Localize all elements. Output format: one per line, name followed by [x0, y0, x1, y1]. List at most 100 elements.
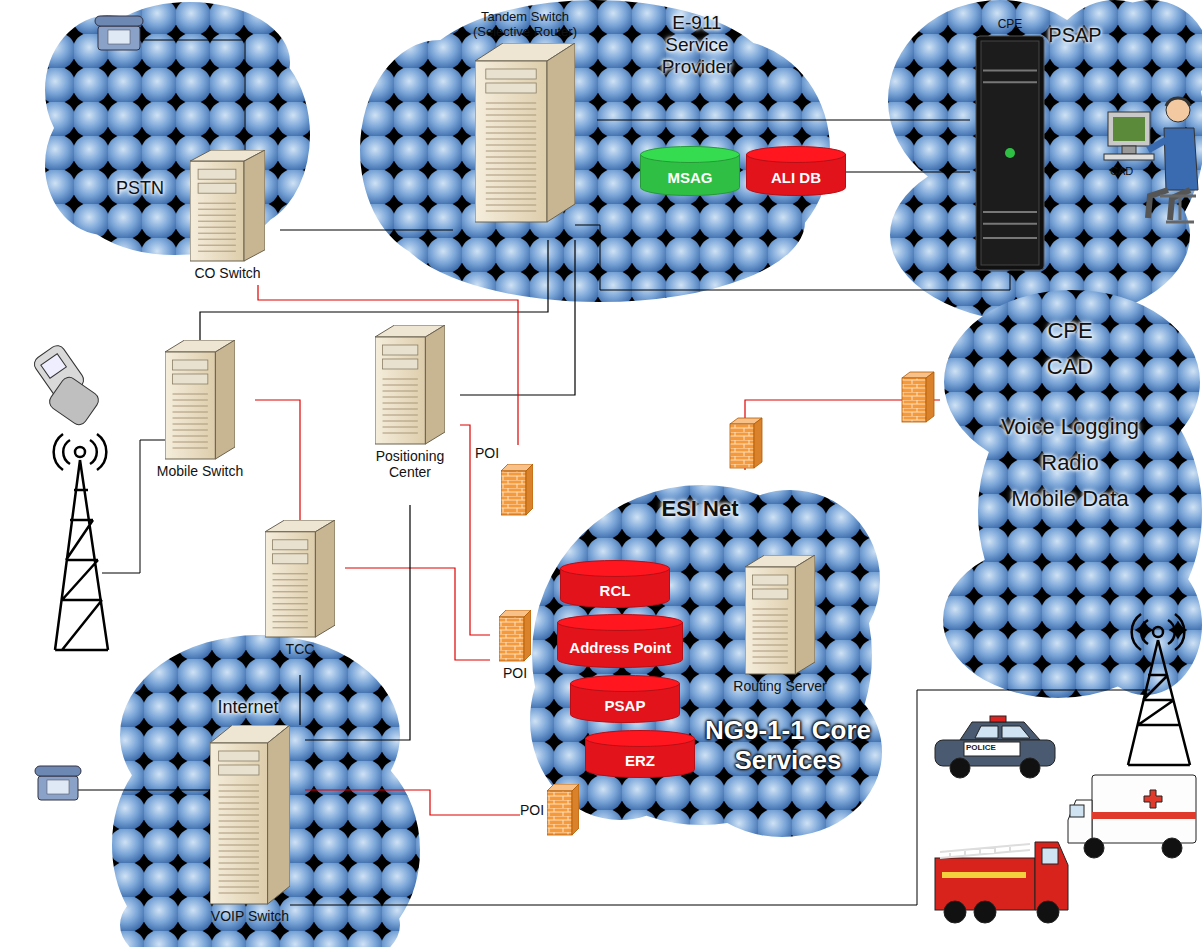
- police-car: [960, 722, 1040, 740]
- server-icon: [383, 379, 418, 380]
- text-slot: Mobile Data: [960, 486, 1180, 511]
- text-slot: E-911 Service Provider: [652, 12, 742, 78]
- server-icon: [210, 725, 290, 905]
- server-icon: [173, 430, 208, 431]
- server-icon: [753, 609, 788, 610]
- server-icon: [486, 138, 536, 139]
- database-cylinder: [561, 561, 670, 608]
- firewall-icon: POI: [520, 780, 600, 840]
- database-cylinder: [747, 147, 846, 196]
- cell-phone: [41, 354, 67, 379]
- desk-phone: [108, 30, 130, 44]
- server-icon: [173, 360, 208, 370]
- server-icon: [198, 183, 236, 193]
- server-icon: [219, 815, 259, 816]
- ambulance: [1068, 775, 1196, 858]
- server-icon: [173, 424, 208, 425]
- server-icon: [190, 161, 244, 261]
- server-icon: [273, 609, 308, 610]
- server-icon: [745, 567, 795, 674]
- server-icon: [219, 869, 259, 870]
- database-cylinder: [558, 615, 683, 668]
- node-label: POI: [520, 802, 544, 818]
- cloud-title: PSAP: [1040, 24, 1110, 47]
- connector-line: [846, 171, 970, 172]
- cloud-text: Voice Logging: [960, 414, 1180, 439]
- server-icon: [273, 603, 308, 604]
- server-icon: [219, 881, 259, 882]
- database-cylinder: [586, 731, 695, 778]
- police-car: [964, 742, 1020, 756]
- network-cloud: CPECADVoice LoggingRadioMobile Data: [940, 290, 1202, 700]
- server-icon: [219, 821, 259, 822]
- server-icon: [486, 150, 536, 151]
- radio-tower: [75, 447, 85, 457]
- fire-truck: [1037, 901, 1059, 923]
- database-cylinder: ERZ: [585, 730, 695, 778]
- fire-truck: [1035, 842, 1068, 910]
- server-icon: [375, 325, 445, 445]
- dispatcher-figure: [1104, 154, 1154, 160]
- server-icon: [173, 412, 208, 413]
- server-icon: [210, 743, 268, 904]
- fire-truck: [935, 842, 1068, 923]
- server-icon: [244, 150, 265, 261]
- server-icon: [265, 532, 315, 637]
- server-icon: [219, 857, 259, 858]
- node-label: CPE: [998, 18, 1023, 32]
- wire: [78, 790, 212, 791]
- cloud-shape: [40, 0, 310, 258]
- server-icon: [219, 785, 259, 786]
- server-icon: [219, 863, 259, 864]
- vehicle-marking: POLICE: [966, 743, 996, 752]
- cloud-shape: [940, 290, 1202, 700]
- fire-truck: [942, 872, 1026, 878]
- server-icon: [486, 126, 536, 127]
- server-icon: [273, 597, 308, 598]
- server-icon: [219, 839, 259, 840]
- firewall-icon: [547, 791, 572, 835]
- cpe-rack: [983, 211, 1037, 213]
- server-icon: [486, 144, 536, 145]
- server-icon: [383, 403, 418, 404]
- server-icon: [173, 436, 208, 437]
- server-icon: [486, 180, 536, 181]
- cloud-shape: [880, 0, 1202, 322]
- screen-label: CAD: [1110, 165, 1133, 178]
- server-icon: [486, 174, 536, 175]
- database-cylinder: [747, 147, 846, 163]
- server-icon: [273, 621, 308, 622]
- connector-line: [258, 285, 518, 445]
- firewall-icon: [501, 471, 526, 515]
- server-icon: [486, 156, 536, 157]
- network-cloud: PSAP CPE: [880, 0, 1202, 322]
- server-icon: VOIP Switch: [195, 725, 305, 941]
- cpe-rack: [983, 69, 1037, 71]
- server-icon: [486, 102, 536, 103]
- server-icon: [753, 639, 788, 640]
- server-icon: [486, 162, 536, 163]
- server-icon: [273, 615, 308, 616]
- connector-line: [345, 568, 490, 660]
- database-cylinder: [641, 147, 740, 163]
- desk-phone: [47, 780, 69, 794]
- ambulance: [1092, 775, 1196, 843]
- server-icon: [219, 833, 259, 834]
- firewall-icon: POI: [490, 610, 540, 710]
- server-icon: [215, 340, 235, 459]
- node-label: CO Switch: [194, 265, 260, 281]
- network-cloud: ESI NetNG9-1-1 Core ServicesRouting Serv…: [520, 470, 885, 840]
- cell-phone: [31, 343, 101, 428]
- desk-phone: [35, 766, 81, 776]
- cpe-rack: [981, 41, 1039, 265]
- cpe-rack: [976, 36, 1044, 270]
- ambulance: [1162, 838, 1182, 858]
- ambulance: [1144, 790, 1162, 808]
- server-icon: [383, 385, 418, 386]
- server-icon: [486, 192, 536, 193]
- server-icon: [265, 520, 335, 637]
- text-slot: ESI Net: [640, 496, 760, 521]
- cpe-rack: CPE: [970, 18, 1050, 273]
- police-car: [1020, 758, 1040, 778]
- cloud-title: E-911 Service Provider: [652, 12, 742, 78]
